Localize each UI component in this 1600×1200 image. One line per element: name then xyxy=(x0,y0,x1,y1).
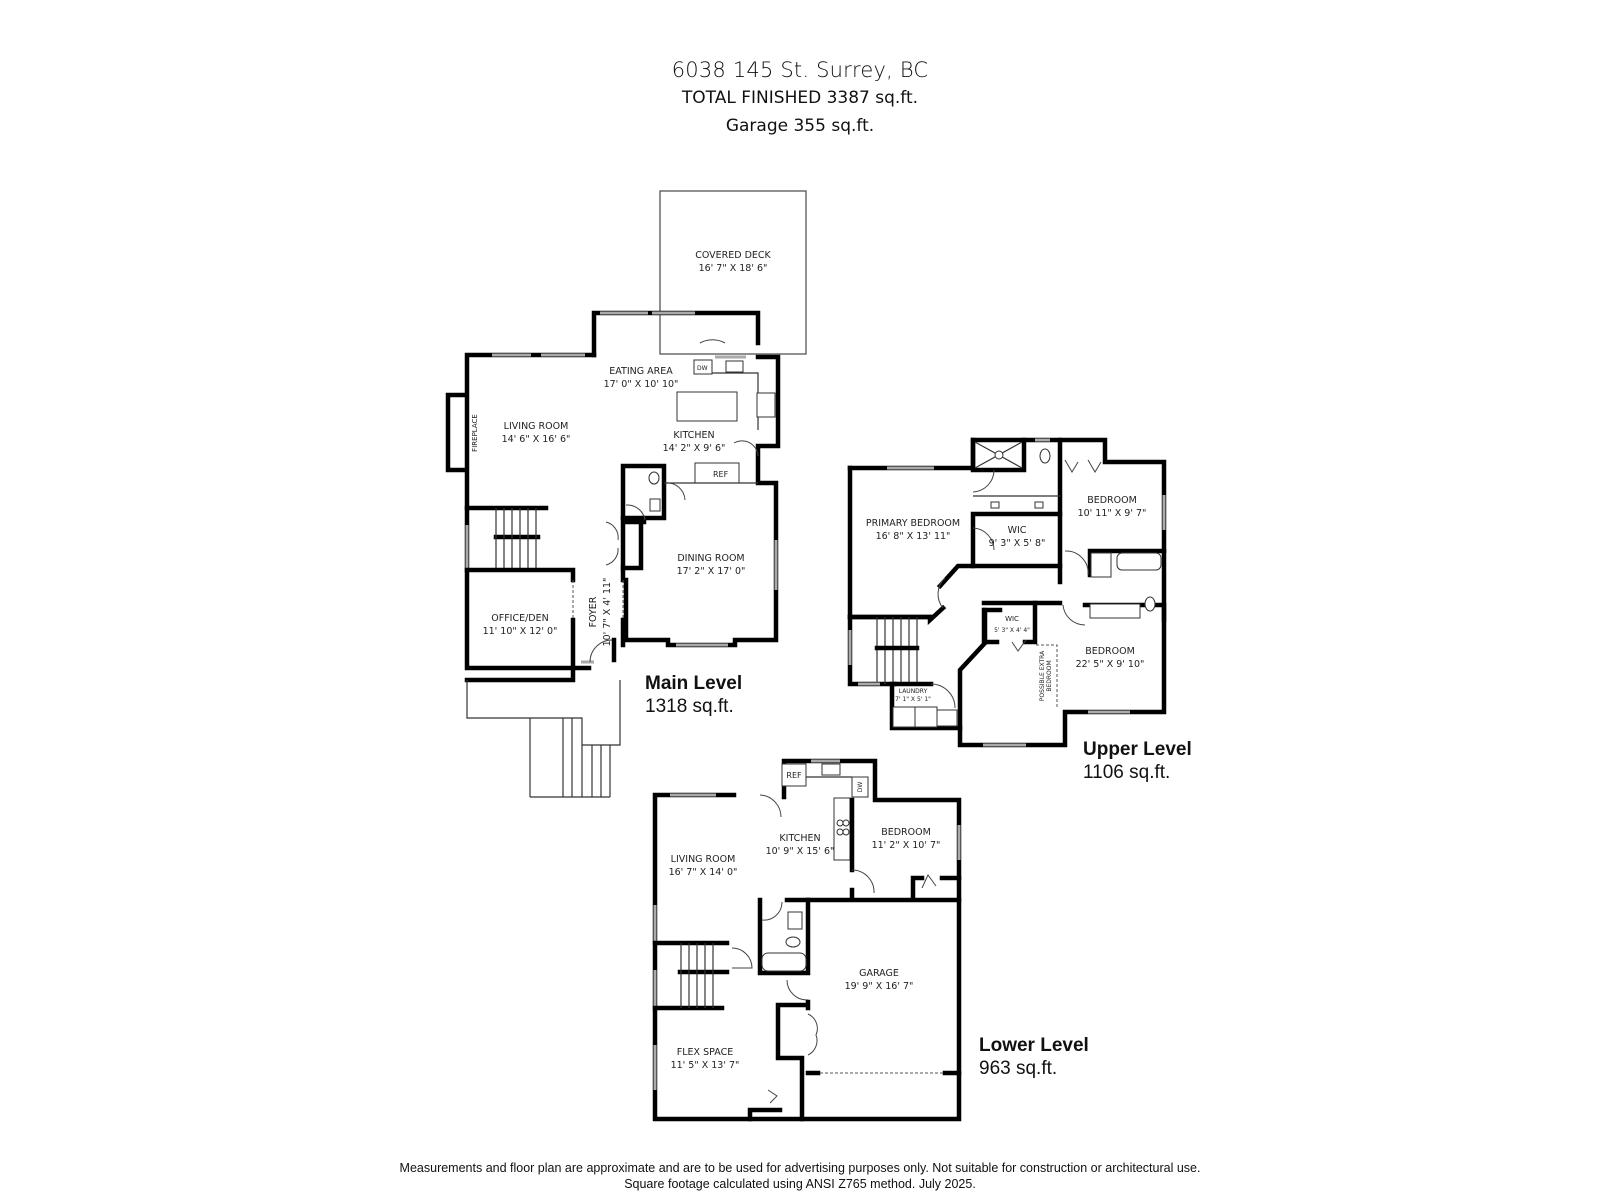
room-dims-covered-deck: 16' 7" X 18' 6" xyxy=(699,263,768,274)
room-name-eating-area: EATING AREA xyxy=(609,366,673,377)
room-name-laundry: LAUNDRY xyxy=(899,688,928,695)
room-name-living-room-main: LIVING ROOM xyxy=(504,421,569,432)
room-name-foyer: FOYER xyxy=(588,596,599,627)
room-name-wic-primary: WIC xyxy=(1008,525,1027,536)
room-name-living-room-lower: LIVING ROOM xyxy=(671,854,736,865)
room-dims-garage: 19' 9" X 16' 7" xyxy=(845,981,914,992)
room-dims-living-room-main: 14' 6" X 16' 6" xyxy=(502,434,571,445)
main-level-label: Main Level 1318 sq.ft. xyxy=(645,672,742,718)
room-name-dining-room: DINING ROOM xyxy=(677,553,744,564)
room-dims-office-den: 11' 10" X 12' 0" xyxy=(483,626,558,637)
main-level-name: Main Level xyxy=(645,673,743,694)
kitchen-sink xyxy=(725,360,744,373)
room-dims-flex-space: 11' 5" X 13' 7" xyxy=(671,1060,740,1071)
disclaimer-line-1: Measurements and floor plan are approxim… xyxy=(399,1161,1201,1175)
room-dims-dining-room: 17' 2" X 17' 0" xyxy=(677,566,746,577)
upper-level-plan xyxy=(847,437,1167,748)
covered-deck-outline xyxy=(659,190,807,355)
disclaimer-footer: Measurements and floor plan are approxim… xyxy=(0,1160,1600,1192)
room-name-kitchen-main: KITCHEN xyxy=(673,430,714,441)
room-name-bedroom-lower: BEDROOM xyxy=(881,827,931,838)
lower-level-name: Lower Level xyxy=(979,1035,1089,1056)
room-dims-bedroom-3: 22' 5" X 9' 10" xyxy=(1076,659,1145,670)
room-dims-wic-upper: 5' 3" X 4' 4" xyxy=(994,627,1030,634)
lower-dishwasher xyxy=(851,776,869,798)
lower-level-area: 963 sq.ft. xyxy=(979,1058,1058,1079)
room-name-bedroom-3: BEDROOM xyxy=(1085,646,1135,657)
disclaimer-line-2: Square footage calculated using ANSI Z76… xyxy=(624,1177,976,1191)
room-name-kitchen-lower: KITCHEN xyxy=(779,833,820,844)
room-dims-bedroom-2: 10' 11" X 9' 7" xyxy=(1078,508,1147,519)
possible-extra-bedroom-line2: BEDROOM xyxy=(1046,660,1053,691)
garage-area: Garage 355 sq.ft. xyxy=(725,116,875,136)
room-dims-bedroom-lower: 11' 2" X 10' 7" xyxy=(872,840,941,851)
dishwasher xyxy=(693,359,713,375)
total-finished-area: TOTAL FINISHED 3387 sq.ft. xyxy=(681,88,919,108)
upper-level-area: 1106 sq.ft. xyxy=(1083,762,1171,783)
room-name-bedroom-2: BEDROOM xyxy=(1087,495,1137,506)
refrigerator-label: REF xyxy=(713,470,729,479)
room-name-garage: GARAGE xyxy=(859,968,899,979)
room-dims-eating-area: 17' 0" X 10' 10" xyxy=(604,379,679,390)
room-dims-living-room-lower: 16' 7" X 14' 0" xyxy=(669,867,738,878)
main-level-plan: DW REF xyxy=(445,190,807,798)
main-level-area: 1318 sq.ft. xyxy=(645,696,734,717)
lower-dishwasher-label: DW xyxy=(857,782,864,793)
lower-level-label: Lower Level 963 sq.ft. xyxy=(979,1034,1089,1080)
room-dims-primary-bedroom: 16' 8" X 13' 11" xyxy=(876,531,951,542)
upper-level-label: Upper Level 1106 sq.ft. xyxy=(1083,738,1192,784)
room-name-primary-bedroom: PRIMARY BEDROOM xyxy=(866,518,960,529)
room-name-flex-space: FLEX SPACE xyxy=(677,1047,733,1058)
room-dims-foyer: 10' 7" X 4' 11" xyxy=(602,578,613,647)
lower-refrigerator-label: REF xyxy=(786,771,802,780)
room-dims-kitchen-main: 14' 2" X 9' 6" xyxy=(663,443,726,454)
lower-level-plan: REF DW xyxy=(652,758,962,1122)
fireplace-label: FIREPLACE xyxy=(471,414,479,452)
room-dims-laundry: 7' 1" X 5' 1" xyxy=(895,696,931,703)
plan-header: 6038 145 St. Surrey, BC TOTAL FINISHED 3… xyxy=(0,56,1600,140)
room-name-wic-upper: WIC xyxy=(1005,615,1019,623)
room-name-office-den: OFFICE/DEN xyxy=(491,613,548,624)
room-dims-wic-primary: 9' 3" X 5' 8" xyxy=(989,538,1046,549)
room-dims-kitchen-lower: 10' 9" X 15' 6" xyxy=(766,846,835,857)
dishwasher-label: DW xyxy=(697,365,708,372)
room-name-covered-deck: COVERED DECK xyxy=(695,250,771,261)
property-address: 6038 145 St. Surrey, BC xyxy=(671,58,929,82)
kitchen-island xyxy=(676,391,738,422)
possible-extra-bedroom-line1: POSSIBLE EXTRA xyxy=(1039,650,1046,701)
lower-refrigerator xyxy=(781,763,807,787)
upper-level-name: Upper Level xyxy=(1083,739,1192,760)
cooktop xyxy=(756,392,776,418)
